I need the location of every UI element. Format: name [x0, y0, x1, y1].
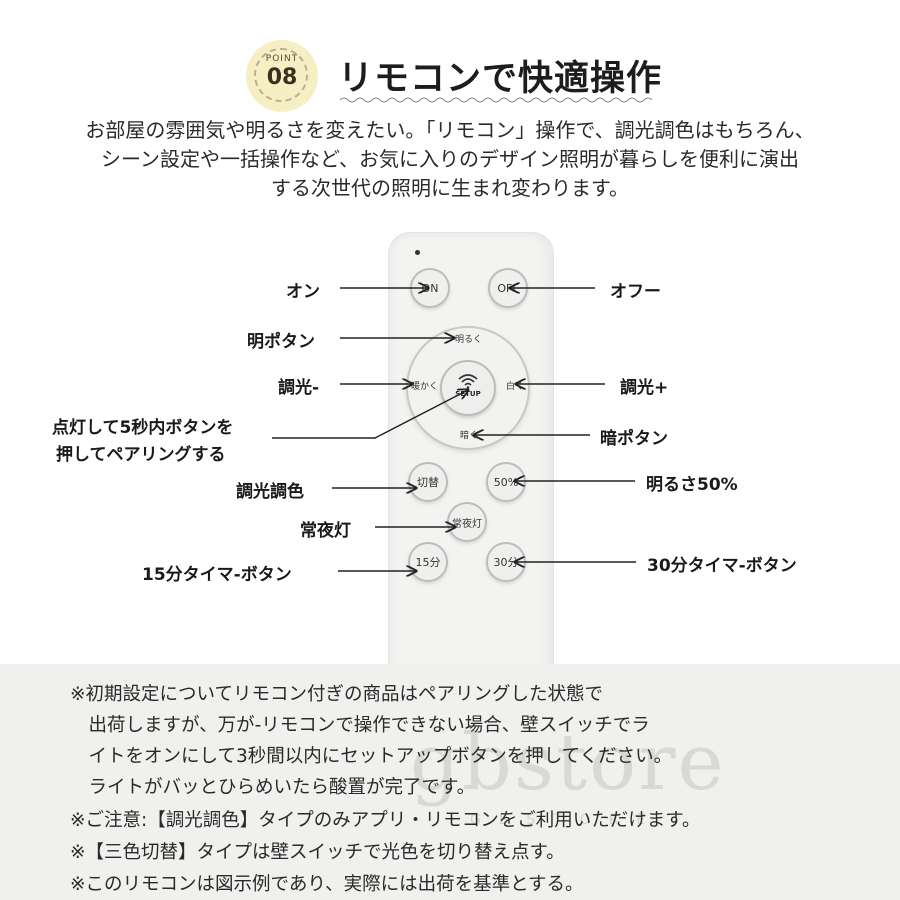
note-line: ※初期設定についてリモコン付ぎの商品はペアリングした状態で [70, 684, 603, 705]
label-nightlight: 常夜灯 [300, 521, 351, 541]
wifi-icon [458, 374, 478, 389]
note-line: ※【三色切替】タイプは壁スイッチで光色を切り替え点す。 [70, 842, 565, 863]
setup-label: SETUP [455, 390, 481, 398]
timer-30-button[interactable]: 30分 [486, 542, 526, 582]
badge-point-label: POINT [265, 54, 299, 64]
label-bright: 明ポタン [247, 332, 315, 352]
remote-control-body [388, 232, 554, 673]
dial-dark-label[interactable]: 暗く [460, 431, 479, 441]
dial-warm-label[interactable]: 暖かく [411, 382, 439, 392]
label-dark: 暗ポタン [600, 429, 668, 449]
note-line: ライトがバッとひらめいたら酸置が完了です。 [70, 777, 476, 798]
watermark-sub: GBSTORE [470, 812, 664, 828]
label-timer15: 15分タイマ-ボタン [142, 565, 292, 585]
intro-line: する次世代の照明に生まれ変わります。 [271, 176, 629, 200]
watermark-logo: gbstore [410, 718, 726, 808]
label-fifty: 明るさ50% [646, 475, 738, 495]
note-line: ※ご注意:【調光調色】タイプのみアプリ・リモコンをご利用いただけます。 [70, 810, 701, 831]
intro-line: お部屋の雰囲気や明るさを変えたい。「リモコン」操作で、調光調色はもちろん、 [85, 118, 815, 142]
ir-indicator [415, 250, 420, 255]
switch-button[interactable]: 切替 [408, 462, 448, 502]
notes-panel [0, 664, 900, 900]
off-button[interactable]: OFF [488, 268, 528, 308]
label-color: 調光調色 [236, 482, 304, 502]
dial-bright-label[interactable]: 明るく [455, 335, 483, 345]
dial-white-label[interactable]: 白く [506, 382, 525, 392]
title-wave-underline [340, 97, 652, 103]
intro-line: シーン設定や一括操作など、お気に入りのデザイン照明が暮らしを便利に演出 [101, 147, 799, 171]
nightlight-button[interactable]: 常夜灯 [447, 502, 487, 542]
label-on: オン [286, 282, 320, 302]
label-dim-minus: 調光- [278, 378, 320, 398]
on-button[interactable]: ON [410, 268, 450, 308]
label-pairing-line2: 押してペアリングする [56, 445, 226, 465]
label-pairing-line1: 点灯して5秒内ボタンを [52, 418, 234, 438]
badge-dashed-ring [254, 48, 308, 102]
note-line: 出荷しますが、万が-リモコンで操作できない場合、壁スイッチでラ [70, 715, 650, 736]
label-timer30: 30分タイマ-ボタン [647, 556, 797, 576]
setup-button[interactable] [440, 360, 496, 416]
fifty-percent-button[interactable]: 50% [486, 462, 526, 502]
point-badge: POINT 08 [246, 40, 318, 112]
note-line: ※このリモコンは図示例であり、実際には出荷を基準とする。 [70, 874, 584, 895]
intro-text: お部屋の雰囲気や明るさを変えたい。「リモコン」操作で、調光調色はもちろん、 シー… [0, 116, 900, 203]
label-dim-plus: 調光+ [620, 378, 669, 398]
badge-number: 08 [266, 65, 298, 90]
note-line: イトをオンにして3秒間以内にセットアップボタンを押してください。 [70, 746, 673, 767]
label-off: オフー [610, 282, 661, 302]
section-title: リモコンで快適操作 [338, 59, 663, 99]
timer-15-button[interactable]: 15分 [408, 542, 448, 582]
